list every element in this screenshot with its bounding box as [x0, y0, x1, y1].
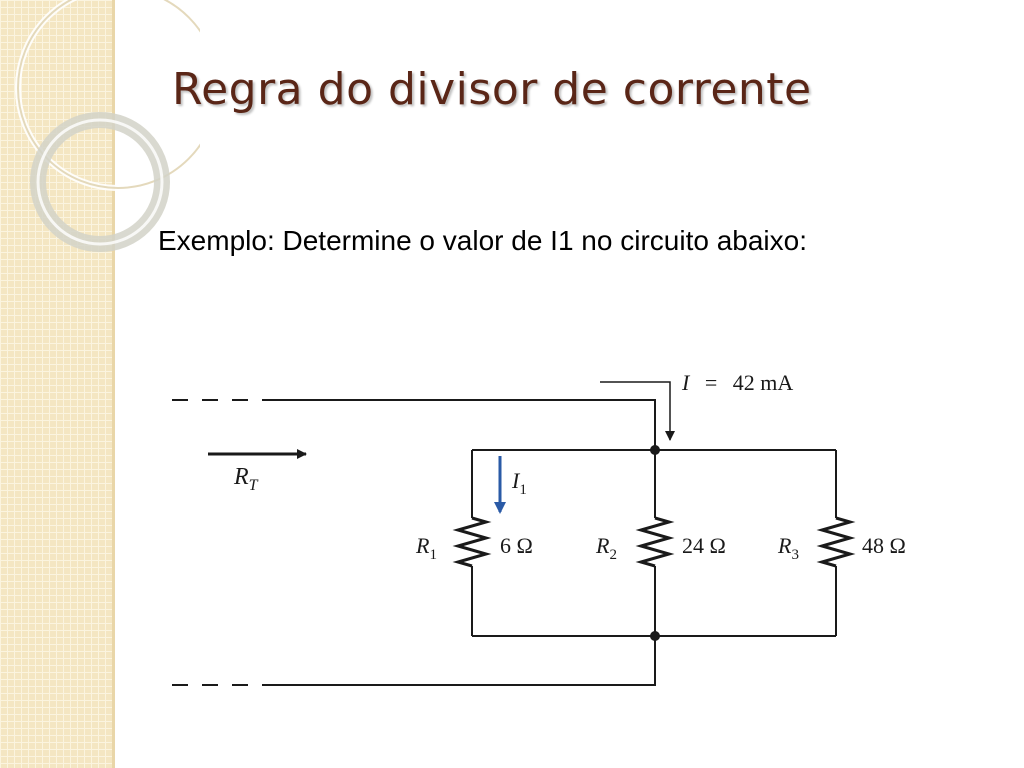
total-resistance-label: RT	[233, 464, 259, 494]
source-current-value: 42 mA	[733, 370, 794, 395]
slide-title: Regra do divisor de corrente	[172, 64, 812, 115]
source-current-label: I = 42 mA	[681, 370, 793, 395]
top-junction-dot	[650, 445, 660, 455]
source-current-equals: =	[705, 370, 717, 395]
branch-current-label: I1	[511, 468, 527, 498]
resistor-r3-symbol: R	[777, 533, 792, 558]
total-resistance-subscript: T	[249, 477, 259, 494]
bottom-junction-dot	[650, 631, 660, 641]
resistor-r3-value: 48 Ω	[862, 533, 906, 558]
bottom-return-wire	[268, 636, 656, 686]
resistor-r1-label: R1	[415, 533, 437, 563]
branch-r3	[816, 450, 856, 636]
top-feed-wire	[268, 399, 656, 450]
branch-current-subscript: 1	[519, 482, 527, 498]
side-band-edge	[112, 0, 115, 768]
resistor-r2-zigzag	[635, 516, 675, 568]
branch-current-symbol: I	[511, 468, 521, 493]
resistor-r2-value: 24 Ω	[682, 533, 726, 558]
source-current-symbol: I	[681, 370, 691, 395]
resistor-r2-symbol: R	[595, 533, 610, 558]
decorative-circle-large-shadow	[17, 0, 200, 189]
resistor-r2-label: R2	[595, 533, 617, 563]
branch-r1	[452, 450, 492, 636]
branch-r2	[635, 450, 675, 636]
resistor-r1-symbol: R	[415, 533, 430, 558]
resistor-r3-zigzag	[816, 516, 856, 568]
resistor-r1-value: 6 Ω	[500, 533, 533, 558]
total-resistance-symbol: R	[233, 464, 249, 490]
source-current-arrow	[600, 381, 675, 441]
decorative-circle-small-highlight	[36, 118, 164, 246]
example-instruction: Exemplo: Determine o valor de I1 no circ…	[158, 225, 807, 256]
resistor-r1-zigzag	[452, 516, 492, 568]
resistor-r3-subscript: 3	[791, 547, 799, 563]
decorative-circles	[15, 0, 200, 252]
resistor-r1-subscript: 1	[429, 547, 437, 563]
circuit-diagram: I = 42 mA RT I1 R1 6 Ω R2 24 Ω R3 48 Ω	[172, 370, 906, 686]
resistor-r2-subscript: 2	[609, 547, 617, 563]
resistor-r3-label: R3	[777, 533, 799, 563]
